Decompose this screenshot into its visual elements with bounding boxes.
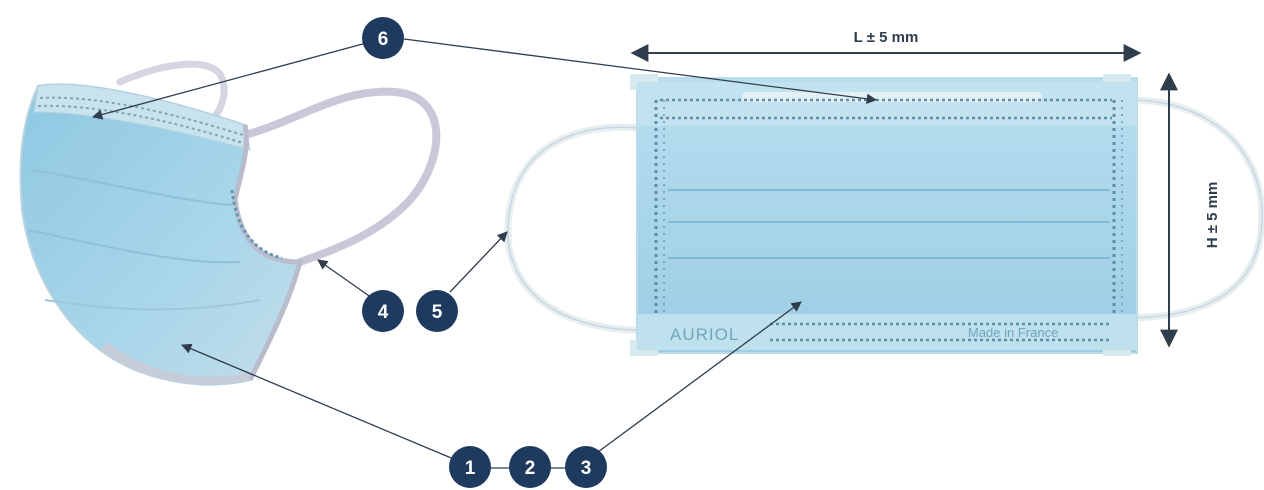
flat-view-mask: AURIOL Made in France [504, 74, 1264, 356]
leader-6-left [91, 41, 371, 120]
height-label: H ± 5 mm [1204, 182, 1221, 249]
leader-6-right [403, 38, 878, 104]
flat-ear-loop-right-shadow [1124, 99, 1263, 319]
height-dimension: H ± 5 mm [1160, 72, 1221, 348]
mask-made-in-print: Made in France [968, 325, 1058, 340]
flat-ear-loop-left [504, 123, 644, 334]
callout-badge-1: 1 [449, 446, 491, 488]
callout-number: 2 [525, 458, 536, 479]
side-bottom-hem [100, 342, 250, 385]
leader-1 [181, 343, 457, 461]
side-hem-stitch-2 [37, 104, 247, 145]
side-pleat-3 [44, 299, 261, 311]
length-dimension: L ± 5 mm [630, 29, 1142, 62]
callout-badge-3: 3 [565, 446, 607, 488]
callout-number: 6 [378, 29, 389, 50]
side-hem-stitch [39, 96, 247, 137]
callout-badge-4: 4 [362, 290, 404, 332]
mask-brand-print: AURIOL [670, 325, 739, 344]
callout-badge-2: 2 [509, 446, 551, 488]
leader-5 [449, 231, 508, 293]
side-ear-loop-front [241, 87, 441, 266]
length-label: L ± 5 mm [854, 29, 919, 46]
side-pleat-1 [29, 169, 233, 206]
side-edge-binding [232, 124, 304, 382]
side-view-mask [19, 60, 441, 386]
callout-number: 5 [432, 302, 443, 323]
leader-3 [597, 301, 802, 453]
callout-number: 1 [465, 458, 476, 479]
callout-badge-6: 6 [362, 17, 404, 59]
callout-number: 3 [581, 458, 592, 479]
flat-ear-loop-right [1121, 96, 1264, 322]
flat-ear-loop-left-shadow [507, 126, 641, 331]
side-pleat-2 [27, 229, 241, 264]
flat-bottom-binding [637, 314, 1137, 350]
leader-lines [91, 38, 878, 469]
flat-top-binding [637, 82, 1137, 126]
callout-number: 4 [378, 302, 389, 323]
leader-4 [317, 259, 373, 299]
callout-badge-5: 5 [416, 290, 458, 332]
